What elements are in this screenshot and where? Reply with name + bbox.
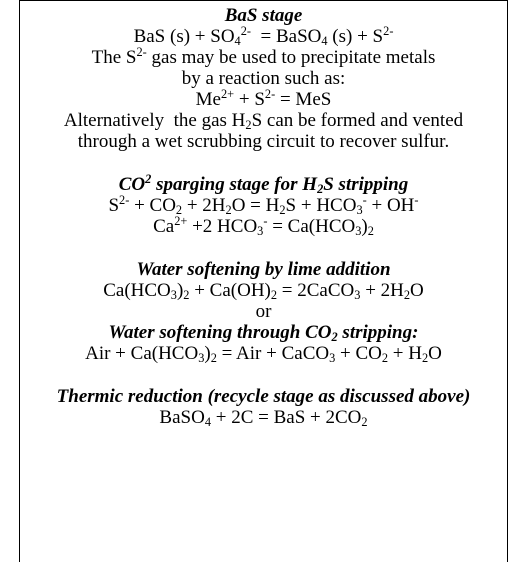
equation-bas-sulfate: BaS (s) + SO42- = BaSO4 (s) + S2-	[20, 24, 507, 49]
text-line: The S2- gas may be used to precipitate m…	[20, 45, 507, 68]
subscript: 2	[183, 288, 190, 303]
text-segment: S	[108, 195, 120, 216]
subscript: 2	[331, 330, 338, 345]
text-segment: + OH	[366, 195, 415, 216]
text-segment: S + HCO	[285, 195, 357, 216]
text-segment: by a reaction such as:	[181, 68, 346, 89]
text-segment: + 2C = BaS + 2CO	[211, 407, 362, 428]
superscript: 2-	[383, 24, 394, 39]
text-segment: O = H	[231, 195, 280, 216]
superscript: -	[263, 214, 268, 229]
text-segment: stripping:	[337, 322, 419, 343]
superscript: 2	[145, 172, 152, 187]
text-segment: )	[361, 216, 368, 237]
superscript: 2-	[240, 24, 252, 39]
subscript: 4	[204, 415, 211, 430]
text-segment: The S	[91, 47, 137, 68]
subscript: 4	[234, 34, 241, 49]
subscript: 2	[175, 203, 183, 218]
text-segment: CO	[118, 174, 146, 195]
document-content: BaS stage BaS (s) + SO42- = BaSO4 (s) + …	[20, 5, 507, 428]
equation-thermic-reduction: BaSO4 + 2C = BaS + 2CO2	[20, 407, 507, 428]
document-frame: BaS stage BaS (s) + SO42- = BaSO4 (s) + …	[19, 0, 508, 562]
text-segment: BaS (s) + SO	[133, 26, 235, 47]
text-segment: (s) + S	[327, 26, 384, 47]
subscript: 2	[210, 351, 217, 366]
superscript: -	[414, 193, 419, 208]
text-segment: Alternatively the gas H	[63, 110, 246, 131]
text-segment: Ca	[153, 216, 175, 237]
text-segment: + 2H	[360, 280, 404, 301]
equation-lime-softening: Ca(HCO3)2 + Ca(OH)2 = 2CaCO3 + 2H2O	[20, 280, 507, 301]
subscript: 3	[355, 224, 362, 239]
text-segment: Water softening through CO	[108, 322, 332, 343]
text-segment: = MeS	[275, 89, 332, 110]
equation-h2s-stripping: S2- + CO2 + 2H2O = H2S + HCO3- + OH-	[20, 193, 507, 218]
equation-calcium-bicarbonate: Ca2+ +2 HCO3- = Ca(HCO3)2	[20, 214, 507, 239]
subscript: 2	[225, 203, 232, 218]
text-segment: = 2CaCO	[277, 280, 355, 301]
subscript: 4	[321, 34, 328, 49]
section-heading-co2-stripping: Water softening through CO2 stripping:	[20, 322, 507, 343]
subscript: 3	[198, 351, 205, 366]
equation-co2-stripping: Air + Ca(HCO3)2 = Air + CaCO3 + CO2 + H2…	[20, 343, 507, 364]
text-segment: +2 HCO	[187, 216, 258, 237]
text-line: by a reaction such as:	[20, 68, 507, 89]
superscript: 2+	[174, 214, 188, 229]
section-heading-bas-stage: BaS stage	[224, 5, 303, 26]
text-segment: sparging stage for H	[151, 174, 318, 195]
subscript: 3	[356, 203, 363, 218]
subscript: 2	[279, 203, 286, 218]
text-segment: + H	[388, 343, 422, 364]
text-segment: Me	[195, 89, 221, 110]
text-segment: Air + Ca(HCO	[85, 343, 199, 364]
section-heading-co2-sparging: CO2 sparging stage for H2S stripping	[20, 172, 507, 197]
section-heading-thermic-reduction: Thermic reduction (recycle stage as disc…	[56, 386, 471, 407]
superscript: 2-	[136, 45, 147, 60]
text-segment: = Air + CaCO	[216, 343, 330, 364]
section-heading-lime-softening: Water softening by lime addition	[136, 259, 391, 280]
text-segment: = Ca(HCO	[267, 216, 356, 237]
text-segment: + CO	[335, 343, 382, 364]
text-line: Alternatively the gas H2S can be formed …	[20, 110, 507, 131]
subscript: 2	[403, 288, 411, 303]
text-segment: or	[255, 301, 272, 322]
superscript: 2-	[264, 87, 276, 102]
text-segment: S can be formed and vented	[251, 110, 464, 131]
subscript: 3	[329, 351, 336, 366]
subscript: 2	[270, 288, 278, 303]
subscript: 3	[354, 288, 361, 303]
superscript: -	[362, 193, 367, 208]
text-segment: + 2H	[182, 195, 226, 216]
subscript: 3	[257, 224, 264, 239]
subscript: 2	[381, 351, 389, 366]
text-segment: O	[428, 343, 442, 364]
subscript: 2	[361, 415, 368, 430]
text-segment: + CO	[129, 195, 176, 216]
text-segment: O	[410, 280, 424, 301]
text-segment: through a wet scrubbing circuit to recov…	[77, 131, 450, 152]
subscript: 2	[317, 182, 324, 197]
equation-metal-sulfide: Me2+ + S2- = MeS	[20, 87, 507, 110]
text-segment: BaSO	[159, 407, 205, 428]
text-segment: gas may be used to precipitate metals	[146, 47, 436, 68]
text-or: or	[20, 301, 507, 322]
subscript: 2	[421, 351, 429, 366]
subscript: 2	[245, 118, 252, 133]
text-segment: + S	[234, 89, 265, 110]
text-segment: )	[176, 280, 184, 301]
text-line: through a wet scrubbing circuit to recov…	[20, 131, 507, 152]
subscript: 3	[170, 288, 177, 303]
subscript: 2	[367, 224, 374, 239]
text-segment: S stripping	[323, 174, 409, 195]
text-segment: )	[204, 343, 211, 364]
superscript: 2+	[220, 87, 235, 102]
text-segment: Ca(HCO	[103, 280, 171, 301]
superscript: 2-	[119, 193, 130, 208]
text-segment: + Ca(OH)	[189, 280, 271, 301]
text-segment: = BaSO	[251, 26, 322, 47]
